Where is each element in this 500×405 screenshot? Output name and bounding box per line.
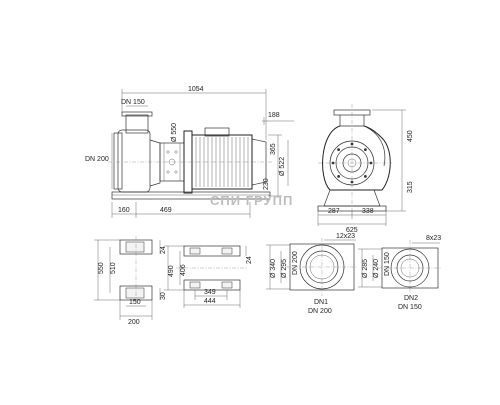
dn2-caption-1: DN2 [404, 295, 418, 302]
foot-detail-2: 490 406 24 349 444 [164, 245, 253, 308]
dim-338-label: 338 [362, 208, 374, 215]
dim-160-label: 160 [118, 207, 130, 214]
dim-450-label: 450 [407, 130, 414, 142]
dim-469-label: 469 [160, 207, 172, 214]
dn1-caption-2: DN 200 [308, 308, 332, 315]
dim-287-label: 287 [328, 208, 340, 215]
dim-406-label: 406 [180, 264, 187, 276]
dim-349-label: 349 [204, 289, 216, 296]
dim-24b-label: 24 [246, 256, 253, 264]
dn2-caption-2: DN 150 [398, 304, 422, 311]
dim-625-label: 625 [346, 227, 358, 234]
dn2-bolts-label: 8x23 [426, 235, 441, 242]
dn2-dia-240-label: Ø 240 [373, 259, 380, 278]
dn2-dia-285-label: Ø 285 [362, 259, 369, 278]
dim-188-label: 188 [268, 112, 280, 119]
dim-315-label: 315 [407, 181, 414, 193]
flange-dn1: 12x23 Ø 340 Ø 295 DN 200 DN1 DN 200 [266, 233, 358, 315]
dn1-bolts-label: 12x23 [336, 233, 355, 240]
dim-365-label: 365 [270, 143, 277, 155]
dn1-dia-340-label: Ø 340 [270, 259, 277, 278]
dim-dia-550-label: Ø 550 [171, 123, 178, 142]
front-view-dimensions: 450 315 287 338 625 [317, 109, 414, 234]
watermark-text: СПИ ГРУПП [210, 193, 293, 208]
dim-30-label: 30 [160, 292, 167, 300]
dn-suction-label: DN 200 [85, 156, 109, 163]
flange-dn2: 8x23 Ø 285 Ø 240 DN 150 DN2 DN 150 [358, 235, 442, 311]
side-view [108, 111, 272, 200]
dn2-dn-150-label: DN 150 [384, 252, 391, 276]
dim-550-label: 550 [98, 262, 105, 274]
dim-1054-label: 1054 [188, 86, 204, 93]
dn-discharge-label: DN 150 [121, 99, 145, 106]
dn1-dn-200-label: DN 200 [292, 251, 299, 275]
dim-510-label: 510 [110, 262, 117, 274]
dim-24-label: 24 [160, 246, 167, 254]
dim-230-label: 230 [263, 178, 270, 190]
dim-444-label: 444 [204, 298, 216, 305]
dim-dia-522-label: Ø 522 [279, 157, 286, 176]
dim-490-label: 490 [168, 265, 175, 277]
dn1-caption-1: DN1 [314, 299, 328, 306]
dim-150-label: 150 [129, 299, 141, 306]
foot-detail-1: 550 510 24 30 150 200 [94, 236, 167, 326]
dn1-dia-295-label: Ø 295 [281, 259, 288, 278]
side-view-dimensions: 1054 DN 150 DN 200 188 Ø 550 365 Ø 522 2… [85, 86, 294, 218]
front-view [317, 104, 392, 214]
dim-200-label: 200 [128, 319, 140, 326]
